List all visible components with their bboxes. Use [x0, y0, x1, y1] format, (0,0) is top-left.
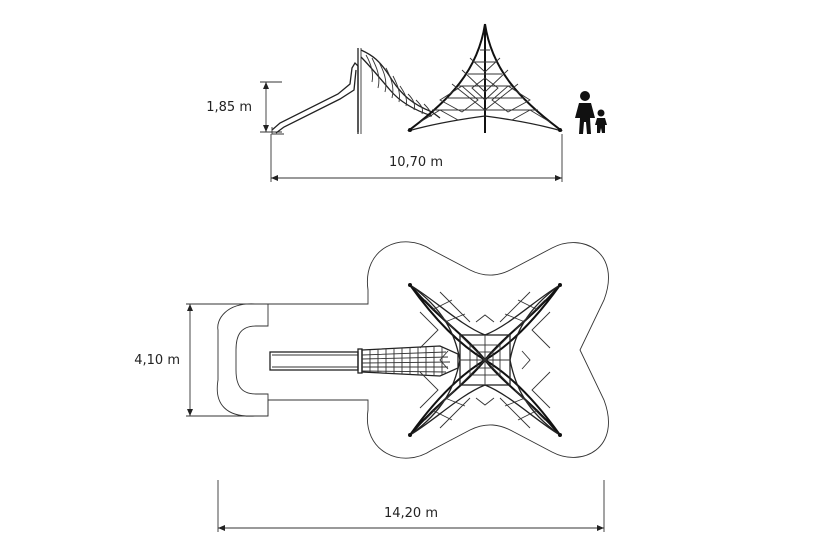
side-length-label: 10,70 m — [389, 155, 443, 170]
slide-top — [269, 348, 363, 374]
height-label: 1,85 m — [206, 100, 252, 115]
total-length-dimension: 14,20 m — [217, 480, 605, 532]
height-dimension: 1,85 m — [206, 81, 282, 133]
plan-view: 4,10 m — [134, 241, 609, 532]
pyramid-net-side — [407, 23, 563, 133]
side-elevation-view: 1,85 m — [206, 23, 607, 182]
side-length-dimension: 10,70 m — [270, 134, 563, 182]
width-dimension: 4,10 m — [134, 303, 268, 417]
safety-zone-outline — [216, 241, 609, 459]
pyramid-net-top — [408, 283, 562, 437]
climbing-ramp-top — [361, 345, 459, 377]
climbing-ramp-side — [360, 49, 441, 119]
slide-side — [271, 48, 362, 135]
width-label: 4,10 m — [134, 353, 180, 368]
total-length-label: 14,20 m — [384, 506, 438, 521]
adult-child-scale-figures — [575, 91, 607, 134]
